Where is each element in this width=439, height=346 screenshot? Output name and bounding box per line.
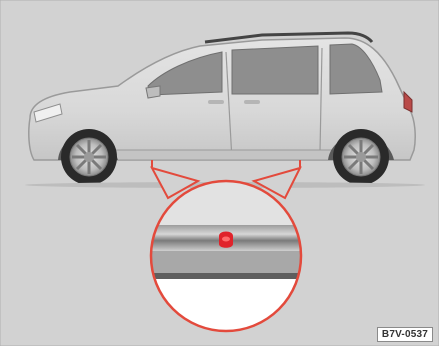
door-handle-rear [244,100,260,104]
front-wheel [61,129,117,185]
side-mirror [146,86,160,98]
door-handle-front [208,100,224,104]
rear-wheel [333,129,389,185]
side-sill [100,150,336,160]
image-code-label: B7V-0537 [377,327,433,342]
middle-window [232,46,318,94]
towing-eye-cover-marker [219,232,233,248]
